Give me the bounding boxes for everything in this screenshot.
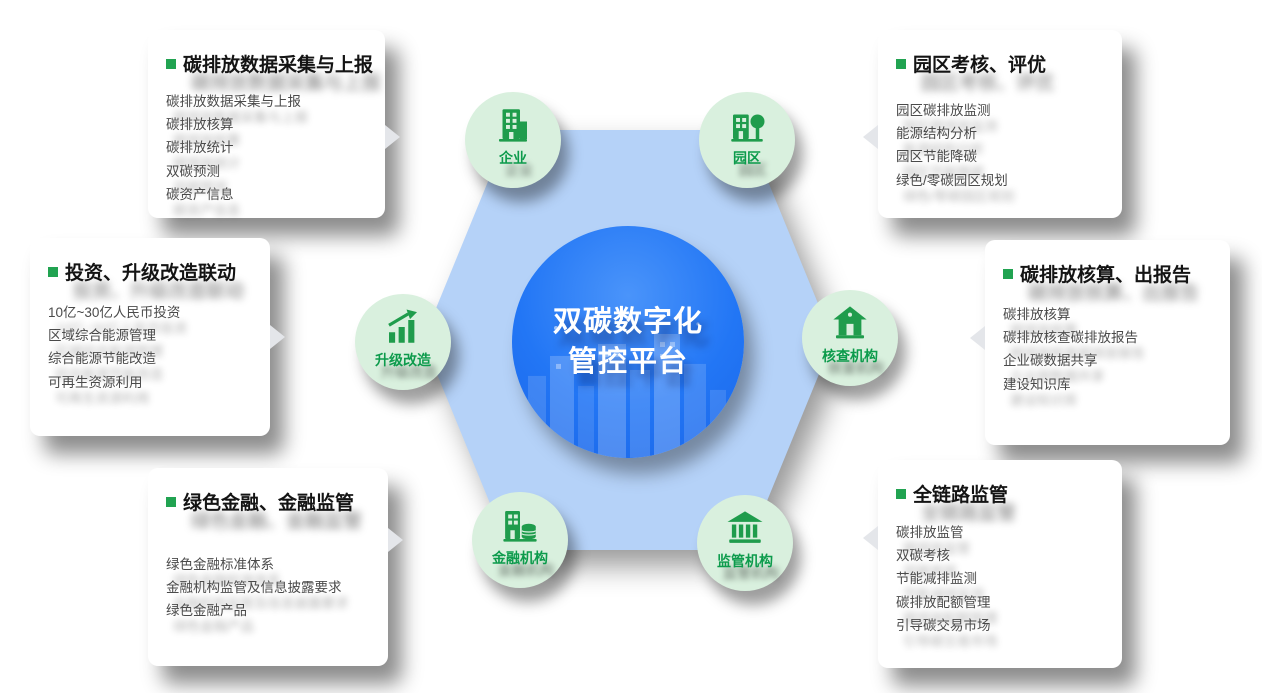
card-item: 碳排放监管: [896, 525, 964, 540]
card-item: 碳排放统计: [166, 140, 234, 156]
card-item: 企业碳数据共享: [1003, 353, 1098, 369]
city-skyline-illustration: [528, 318, 726, 458]
card-item: 双碳预测: [166, 163, 220, 179]
pointer-arrow: [863, 125, 878, 149]
card-item: 建设知识库: [1003, 376, 1071, 392]
card-item: 10亿~30亿人民币投资: [48, 305, 181, 320]
finance-coins-icon: [499, 504, 541, 546]
card-item: 可再生资源利用: [48, 374, 143, 390]
card-full-chain-supervision: 全链路监管 碳排放监管 双碳考核 节能减排监测 碳排放配额管理 引导碳交易市场: [863, 460, 1122, 668]
platform-title-line2: 管控平台: [567, 346, 688, 378]
park-tree-icon: [726, 104, 768, 146]
card-item: 碳排放核算: [1003, 307, 1071, 322]
bank-columns-icon: [724, 507, 766, 549]
card-item: 绿色金融标准体系: [166, 557, 274, 572]
green-square-bullet: [166, 496, 176, 507]
card-green-finance: 绿色金融、金融监管 绿色金融标准体系 金融机构监管及信息披露要求 绿色金融产品: [148, 468, 403, 666]
node-label-verification: 核查机构: [822, 348, 878, 364]
node-verification: 核查机构: [802, 290, 898, 386]
platform-title-line1: 双碳数字化: [552, 305, 703, 338]
card-title: 园区考核、评优: [913, 55, 1047, 76]
green-square-bullet: [896, 58, 906, 69]
card-item: 碳资产信息: [166, 186, 234, 202]
platform-center-circle: 双碳数字化 管控平台: [512, 226, 744, 458]
green-square-bullet: [1003, 268, 1013, 279]
card-item: 节能减排监测: [896, 571, 977, 587]
card-item: 综合能源节能改造: [48, 351, 156, 367]
card-item: 碳排放配额管理: [896, 594, 991, 610]
card-title: 绿色金融、金融监管: [183, 493, 355, 514]
node-label-finance: 金融机构: [492, 550, 548, 566]
pointer-arrow: [270, 325, 285, 349]
card-item: 碳排放数据采集与上报: [166, 94, 301, 109]
card-item: 园区碳排放监测: [896, 103, 991, 118]
node-label-park: 园区: [733, 150, 761, 166]
card-carbon-accounting: 碳排放核算、出报告 碳排放核算 碳排放核查碳排放报告 企业碳数据共享 建设知识库: [970, 240, 1230, 445]
card-park-assessment: 园区考核、评优 园区碳排放监测 能源结构分析 园区节能降碳 绿色/零碳园区规划: [863, 30, 1122, 218]
card-title: 全链路监管: [913, 485, 1009, 506]
node-label-enterprise: 企业: [499, 150, 527, 166]
green-square-bullet: [896, 488, 906, 499]
pointer-arrow: [970, 326, 985, 350]
green-square-bullet: [166, 58, 176, 69]
pointer-arrow: [385, 125, 400, 149]
card-item: 碳排放核算: [166, 117, 234, 133]
card-item: 引导碳交易市场: [896, 617, 991, 633]
node-enterprise: 企业: [465, 92, 561, 188]
card-data-collection: 碳排放数据采集与上报 碳排放数据采集与上报 碳排放核算 碳排放统计 双碳预测 碳…: [148, 30, 400, 218]
node-finance: 金融机构: [472, 492, 568, 588]
pointer-arrow: [388, 528, 403, 552]
card-item: 碳排放核查碳排放报告: [1003, 330, 1138, 346]
growth-arrow-icon: [382, 306, 424, 348]
card-item: 双碳考核: [896, 548, 950, 564]
card-item: 绿色金融产品: [166, 603, 247, 619]
green-square-bullet: [48, 266, 58, 277]
pointer-arrow: [863, 526, 878, 550]
platform-title: 双碳数字化 管控平台: [553, 302, 703, 382]
card-title: 投资、升级改造联动: [65, 263, 237, 284]
verification-building-icon: [829, 302, 871, 344]
node-park: 园区: [699, 92, 795, 188]
node-upgrade: 升级改造: [355, 294, 451, 390]
node-regulator: 监管机构: [697, 495, 793, 591]
node-label-regulator: 监管机构: [717, 553, 773, 569]
office-building-icon: [492, 104, 534, 146]
card-title: 碳排放核算、出报告: [1020, 265, 1192, 286]
card-title: 碳排放数据采集与上报: [183, 55, 374, 76]
card-item: 区域综合能源管理: [48, 328, 156, 344]
card-item: 金融机构监管及信息披露要求: [166, 580, 342, 596]
card-item: 能源结构分析: [896, 126, 977, 142]
node-label-upgrade: 升级改造: [375, 352, 431, 368]
card-item: 绿色/零碳园区规划: [896, 172, 1008, 188]
card-item: 园区节能降碳: [896, 149, 977, 165]
card-investment-upgrade: 投资、升级改造联动 10亿~30亿人民币投资 区域综合能源管理 综合能源节能改造…: [30, 238, 285, 436]
